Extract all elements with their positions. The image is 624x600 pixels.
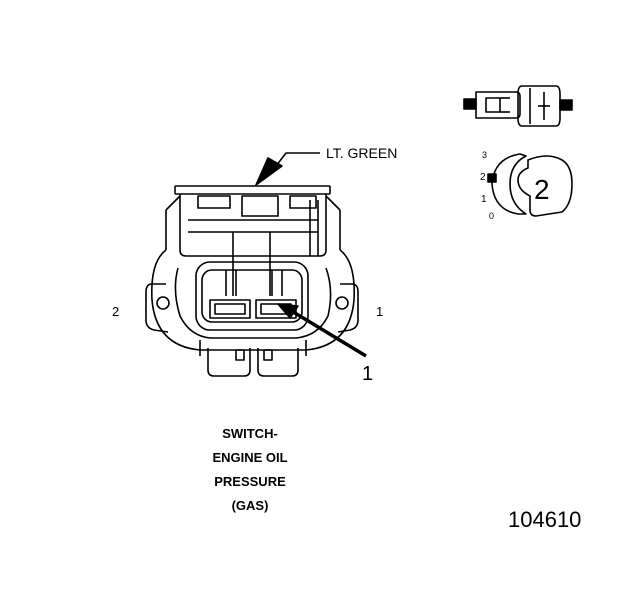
title-line-1: SWITCH- — [222, 426, 278, 441]
ear-left — [145, 283, 169, 333]
ear-right — [337, 283, 359, 333]
connector-shroud — [150, 249, 356, 351]
position-label-2: 2 — [480, 172, 486, 183]
connector-inner-shroud — [174, 267, 332, 339]
title-line-2: ENGINE OIL — [212, 450, 288, 465]
terminal-inner-frame — [201, 269, 303, 323]
component-title: SWITCH- ENGINE OIL PRESSURE (GAS) — [150, 422, 350, 518]
position-label-0: 0 — [489, 211, 495, 221]
title-line-4: (GAS) — [231, 498, 269, 513]
lower-tab-left — [207, 348, 251, 377]
callout-arrowhead — [277, 303, 299, 319]
ear-left-hole — [156, 296, 170, 310]
callout-leader — [289, 308, 367, 358]
callout-label: 1 — [362, 363, 374, 385]
pin-label-2: 2 — [112, 304, 120, 319]
upper-window-center — [241, 195, 279, 217]
pin-label-1: 1 — [376, 304, 384, 319]
figure-number: 104610 — [508, 507, 582, 532]
position-label-3: 3 — [482, 150, 488, 160]
lower-tab-right — [257, 348, 299, 377]
position-key-ring — [491, 153, 527, 215]
ear-right-hole — [335, 296, 349, 310]
terminal-2-cavity — [209, 299, 251, 319]
sideview-left-stub — [463, 98, 477, 110]
wire-label-leader — [275, 152, 320, 167]
wire-label-arrowhead — [255, 157, 283, 186]
upper-window-left — [197, 195, 231, 209]
selected-position-label: 2 — [534, 174, 550, 205]
position-key-body — [517, 155, 573, 217]
connector-top-cap — [174, 185, 331, 195]
position-label-1: 1 — [481, 194, 487, 205]
wire-color-label: LT. GREEN — [326, 145, 398, 161]
upper-window-right — [289, 195, 317, 209]
sideview-body-right — [517, 85, 561, 127]
sideview-right-stub — [559, 99, 573, 111]
connector-upper-body — [179, 194, 327, 257]
position-marker — [487, 173, 497, 183]
terminal-cavity-frame — [195, 261, 309, 331]
title-line-3: PRESSURE — [214, 474, 286, 489]
sideview-body-left — [475, 91, 521, 119]
